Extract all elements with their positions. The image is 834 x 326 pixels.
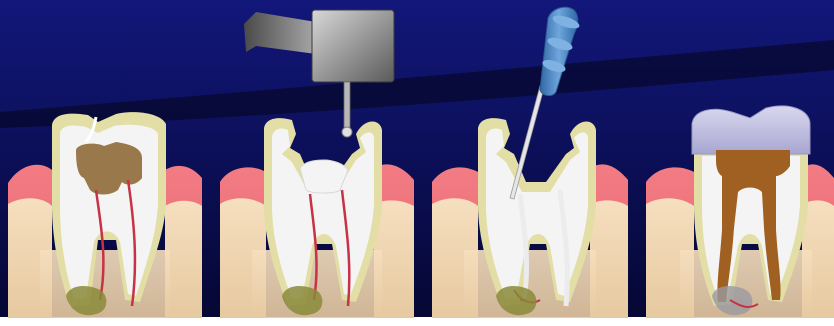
root-canal-illustration [0,0,834,321]
illustration-canvas [0,0,834,321]
